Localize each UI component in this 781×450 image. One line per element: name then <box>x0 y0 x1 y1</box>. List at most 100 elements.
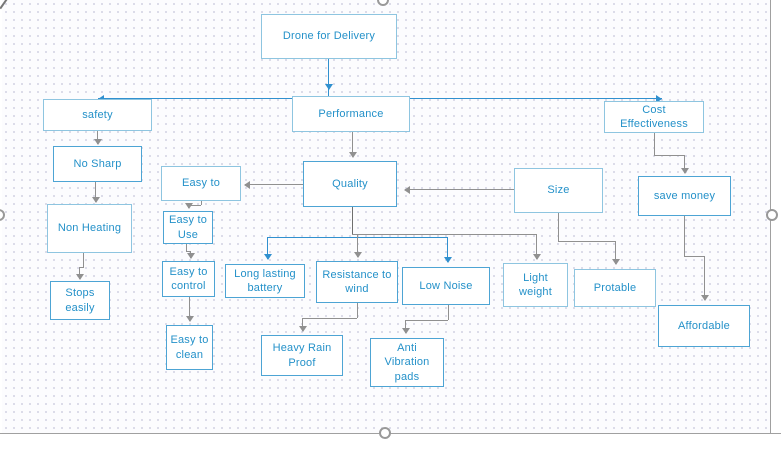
arrowhead-left <box>244 181 250 189</box>
node-label: Easy to <box>181 177 221 190</box>
arrowhead-down <box>92 197 100 203</box>
connector-segment <box>83 253 84 267</box>
connector-segment <box>79 267 84 268</box>
arrowhead-down <box>185 203 193 209</box>
arrowhead-down <box>402 328 410 334</box>
node-stops-easily[interactable]: Stops easily <box>50 281 110 320</box>
node-non-heating[interactable]: Non Heating <box>47 204 132 253</box>
node-light-weight[interactable]: Light weight <box>503 263 568 307</box>
connector-segment <box>654 133 655 155</box>
node-easy-to[interactable]: Easy to <box>161 166 241 201</box>
arrowhead-down <box>354 252 362 258</box>
arrowhead-right <box>656 95 662 103</box>
node-label: Drone for Delivery <box>282 30 376 43</box>
canvas-resize-handle-bottom[interactable] <box>379 427 391 439</box>
node-label: No Sharp <box>73 157 122 170</box>
connector-segment <box>357 303 358 318</box>
arrowhead-down <box>681 168 689 174</box>
connector-segment <box>558 213 559 241</box>
node-save-money[interactable]: save money <box>638 176 731 216</box>
node-safety[interactable]: safety <box>43 99 152 131</box>
node-label: Heavy Rain Proof <box>272 342 332 369</box>
node-label: Performance <box>318 107 384 120</box>
arrowhead-down <box>701 295 709 301</box>
arrowhead-down <box>264 254 272 260</box>
node-low-noise[interactable]: Low Noise <box>402 267 490 305</box>
connector-segment <box>186 251 190 252</box>
node-easy-to-use[interactable]: Easy to Use <box>163 211 213 244</box>
connector-segment <box>352 132 353 157</box>
node-label: Quality <box>332 177 368 190</box>
node-label: Cost Effectiveness <box>620 103 688 130</box>
node-label: Anti Vibration pads <box>384 342 430 383</box>
node-label: Low Noise <box>419 279 473 292</box>
node-label: safety <box>82 108 113 121</box>
arrowhead-down <box>299 326 307 332</box>
node-label: Protable <box>593 281 637 294</box>
arrowhead-down <box>444 257 452 263</box>
node-anti-vibration-pads[interactable]: Anti Vibration pads <box>370 338 444 387</box>
connector-segment <box>405 189 514 190</box>
node-cost-effectiveness[interactable]: Cost Effectiveness <box>604 101 704 133</box>
arrowhead-left <box>404 186 410 194</box>
arrowhead-down <box>612 259 620 265</box>
node-label: Affordable <box>678 319 730 332</box>
connector-segment <box>188 205 201 206</box>
connector-segment <box>97 131 98 144</box>
connector-segment <box>405 320 448 321</box>
node-label: Stops easily <box>65 287 95 314</box>
node-label: Easy to Use <box>168 214 208 241</box>
connector-segment <box>448 305 449 320</box>
node-no-sharp[interactable]: No Sharp <box>53 146 142 182</box>
node-affordable[interactable]: Affordable <box>658 305 750 347</box>
arrowhead-down <box>533 254 541 260</box>
node-size[interactable]: Size <box>514 168 603 213</box>
node-label: Non Heating <box>57 222 122 235</box>
node-label: Resistance to wind <box>322 268 392 295</box>
connector-segment <box>201 201 202 205</box>
arrowhead-down <box>76 274 84 280</box>
node-label: Light weight <box>519 271 552 298</box>
arrowhead-down <box>349 152 357 158</box>
node-label: Easy to clean <box>170 334 209 361</box>
node-easy-to-control[interactable]: Easy to control <box>162 261 215 297</box>
node-label: Easy to control <box>169 265 208 292</box>
node-long-lasting-battery[interactable]: Long lasting battery <box>225 264 305 298</box>
connector-segment <box>302 318 303 331</box>
connector-segment <box>186 244 187 251</box>
connector-segment <box>447 237 448 262</box>
node-easy-to-clean[interactable]: Easy to clean <box>166 325 213 370</box>
arrowhead-down <box>94 139 102 145</box>
connector-segment <box>684 155 685 173</box>
connector-segment <box>245 184 303 185</box>
connector-segment <box>558 241 615 242</box>
canvas-resize-handle-top[interactable] <box>377 0 389 6</box>
page-background <box>2 0 770 433</box>
connector-segment <box>704 256 705 300</box>
connector-segment <box>352 234 537 235</box>
connector-segment <box>79 267 80 279</box>
arrowhead-down <box>325 84 333 90</box>
node-quality[interactable]: Quality <box>303 161 397 207</box>
node-resistance-to-wind[interactable]: Resistance to wind <box>316 261 398 303</box>
connector-segment <box>684 216 685 256</box>
connector-segment <box>189 297 190 321</box>
connector-segment <box>405 320 406 333</box>
node-protable[interactable]: Protable <box>574 269 656 307</box>
node-label: Size <box>547 184 570 197</box>
node-drone-for-delivery[interactable]: Drone for Delivery <box>261 14 397 59</box>
node-performance[interactable]: Performance <box>292 96 410 132</box>
node-label: Long lasting battery <box>234 267 296 294</box>
connector-segment <box>302 318 357 319</box>
arrowhead-down <box>186 316 194 322</box>
node-label: save money <box>653 189 716 202</box>
canvas-resize-handle-right[interactable] <box>766 209 778 221</box>
connector-segment <box>328 59 329 98</box>
connector-segment <box>536 234 537 259</box>
connector-segment <box>95 182 96 202</box>
connector-segment <box>654 155 684 156</box>
node-heavy-rain-proof[interactable]: Heavy Rain Proof <box>261 335 343 376</box>
connector-segment <box>352 207 353 234</box>
connector-segment <box>615 241 616 264</box>
